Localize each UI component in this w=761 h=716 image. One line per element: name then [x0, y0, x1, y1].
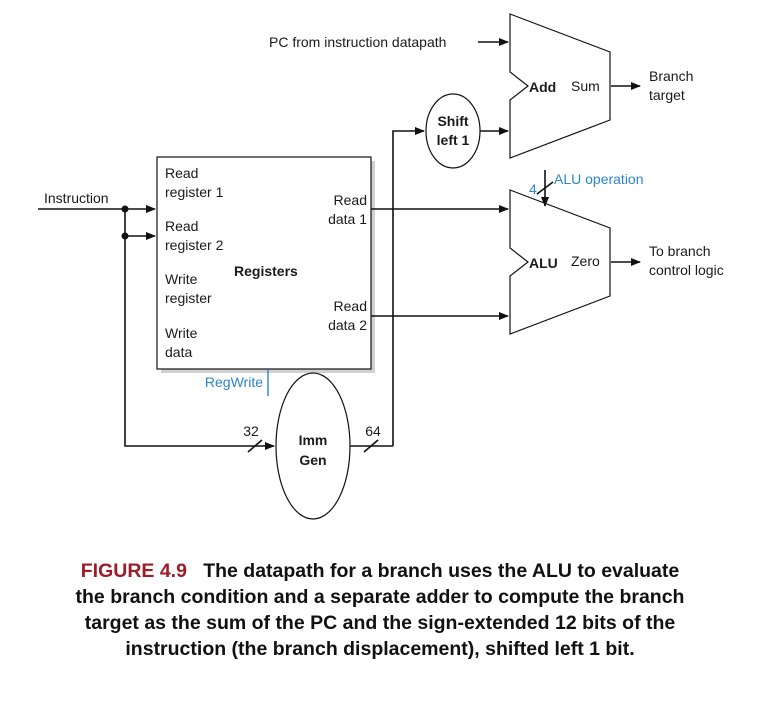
registers-name: Registers [234, 263, 298, 279]
imm-out-width-slash [363, 439, 379, 453]
write-data-line-1: Write [165, 325, 198, 341]
adder-name: Add [529, 79, 556, 95]
instr-to-imm-wire [124, 236, 275, 450]
write-data-line-2: data [165, 344, 192, 360]
imm-in-width-label: 32 [243, 423, 259, 439]
alu-op-width-label: 4 [529, 181, 537, 197]
alu-unit [509, 189, 611, 335]
read-register-1-line-1: Read [165, 165, 198, 181]
branch-target-line-2: target [649, 87, 685, 103]
instruction-junction-1 [121, 205, 129, 213]
instr-to-rr2-wire [124, 209, 156, 240]
write-register-line-1: Write [165, 271, 198, 287]
shift-label-line-2: left 1 [437, 132, 470, 148]
read-data-1-line-1: Read [334, 192, 367, 208]
instruction-junction-2 [121, 232, 129, 240]
adder-unit [509, 13, 611, 159]
read-data-2-line-2: data 2 [328, 317, 367, 333]
write-register-line-2: register [165, 290, 212, 306]
read-register-1-line-2: register 1 [165, 184, 224, 200]
figure-number: FIGURE 4.9 [80, 560, 187, 582]
datapath-diagram: PC from instruction datapath Add Sum Bra… [38, 13, 724, 520]
pc-label: PC from instruction datapath [269, 34, 446, 50]
imm-gen-line-2: Gen [299, 452, 326, 468]
branch-control-line-1: To branch [649, 243, 710, 259]
alu-name: ALU [529, 255, 558, 271]
imm-out-width-label: 64 [365, 423, 381, 439]
registers-block [156, 156, 372, 370]
branch-control-line-2: control logic [649, 262, 724, 278]
instruction-label: Instruction [44, 190, 109, 206]
imm-in-width-slash [247, 439, 263, 453]
read-register-2-line-2: register 2 [165, 237, 224, 253]
alu-operation-label: ALU operation [554, 171, 644, 187]
regwrite-label: RegWrite [205, 374, 263, 390]
adder-sum-label: Sum [571, 78, 600, 94]
caption-text: The datapath for a branch uses the ALU t… [75, 560, 685, 660]
alu-zero-label: Zero [571, 253, 600, 269]
branch-target-line-1: Branch [649, 68, 693, 84]
figure-caption: FIGURE 4.9 The datapath for a branch use… [70, 558, 690, 662]
read-data-1-line-2: data 1 [328, 211, 367, 227]
shift-label-line-1: Shift [437, 113, 468, 129]
read-register-2-line-1: Read [165, 218, 198, 234]
imm-to-shift-wire [392, 127, 425, 446]
alu-op-width-slash [536, 181, 554, 195]
imm-gen-line-1: Imm [299, 432, 328, 448]
read-data-2-line-1: Read [334, 298, 367, 314]
shift-left-unit [425, 93, 481, 169]
